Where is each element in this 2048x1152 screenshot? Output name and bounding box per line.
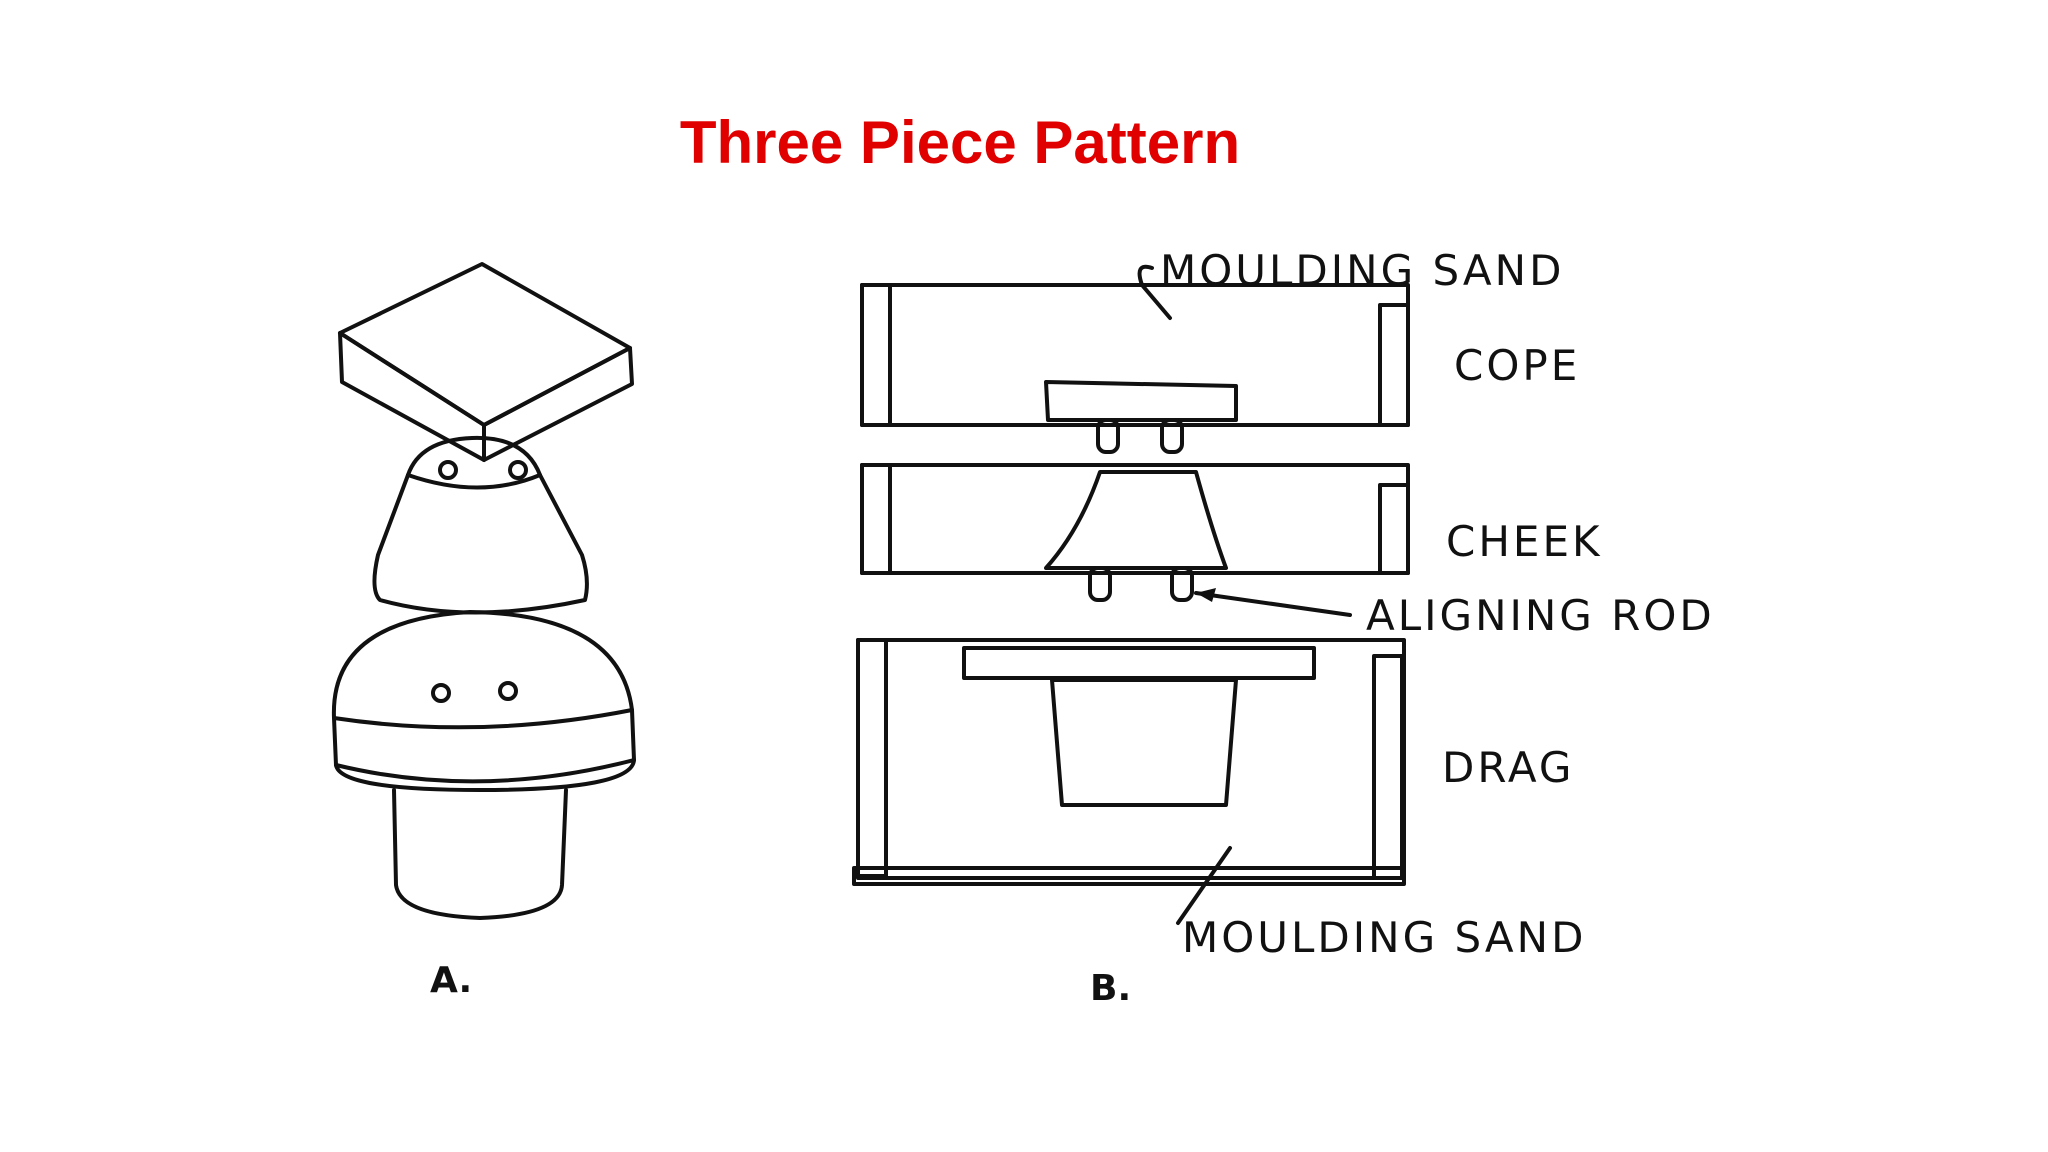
label-aligning-rod: ALIGNING ROD [1366,591,1715,640]
drag-dowel-hole [498,681,518,701]
cheek-dowel-hole [508,460,528,480]
cope-piece-block [338,262,634,462]
cheek-piece [372,435,589,615]
aligning-rod-leader [1194,591,1352,617]
slide-title: Three Piece Pattern [679,109,1241,176]
drag-piece [331,610,636,920]
cope-flask [860,283,1410,454]
label-drag: DRAG [1442,743,1574,792]
aligning-rod [1096,418,1120,454]
aligning-rod [1160,418,1184,454]
label-cheek: CHEEK [1446,517,1603,566]
figure-a-exploded-pattern: A. [331,262,636,1001]
bottom-board [852,866,1406,886]
aligning-rod [1170,566,1194,602]
drag-flask [852,638,1406,886]
figure-b-label: B. [1090,968,1131,1009]
cheek-flask [860,463,1410,602]
moulding-sand-bottom-leader [1176,846,1232,925]
label-moulding-sand-top: MOULDING SAND [1160,246,1564,295]
aligning-rod [1088,566,1112,602]
label-moulding-sand-bottom: MOULDING SAND [1182,913,1586,962]
figure-b-mould-section: MOULDING SAND COPE CHEEK ALIGNING ROD DR… [852,246,1715,1009]
label-cope: COPE [1454,341,1580,390]
aligning-rod-arrowhead [1196,588,1216,602]
drag-dowel-hole [431,683,451,703]
figure-a-label: A. [430,960,472,1001]
cheek-dowel-hole [438,460,458,480]
moulding-sand-top-leader [1137,264,1172,320]
